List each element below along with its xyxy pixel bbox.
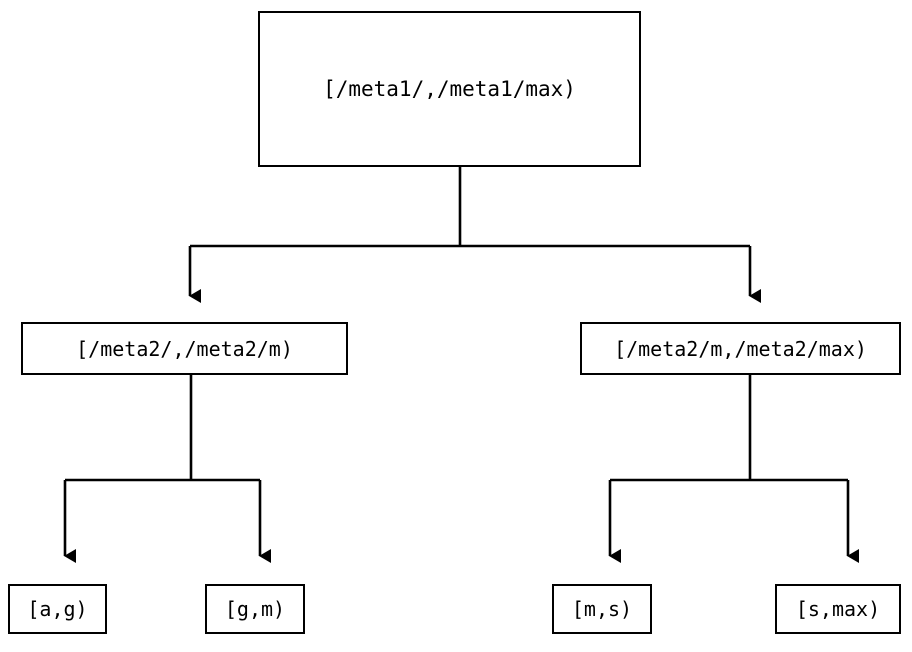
tree-node-mid-left-label: [/meta2/,/meta2/m) bbox=[76, 336, 293, 361]
tree-leaf-node-1[interactable]: [g,m) bbox=[205, 584, 305, 634]
tree-leaf-node-3-label: [s,max) bbox=[795, 597, 881, 621]
tree-node-mid-right-label: [/meta2/m,/meta2/max) bbox=[614, 336, 867, 361]
tree-leaf-node-0[interactable]: [a,g) bbox=[8, 584, 107, 634]
tree-node-root[interactable]: [/meta1/,/meta1/max) bbox=[258, 11, 641, 167]
tree-node-mid-right[interactable]: [/meta2/m,/meta2/max) bbox=[580, 322, 901, 375]
tree-node-root-label: [/meta1/,/meta1/max) bbox=[323, 76, 576, 101]
tree-leaf-node-2-label: [m,s) bbox=[571, 597, 633, 621]
tree-leaf-node-2[interactable]: [m,s) bbox=[552, 584, 652, 634]
tree-leaf-node-3[interactable]: [s,max) bbox=[775, 584, 901, 634]
tree-leaf-node-0-label: [a,g) bbox=[27, 597, 88, 621]
tree-leaf-node-1-label: [g,m) bbox=[224, 597, 286, 621]
tree-node-mid-left[interactable]: [/meta2/,/meta2/m) bbox=[21, 322, 348, 375]
